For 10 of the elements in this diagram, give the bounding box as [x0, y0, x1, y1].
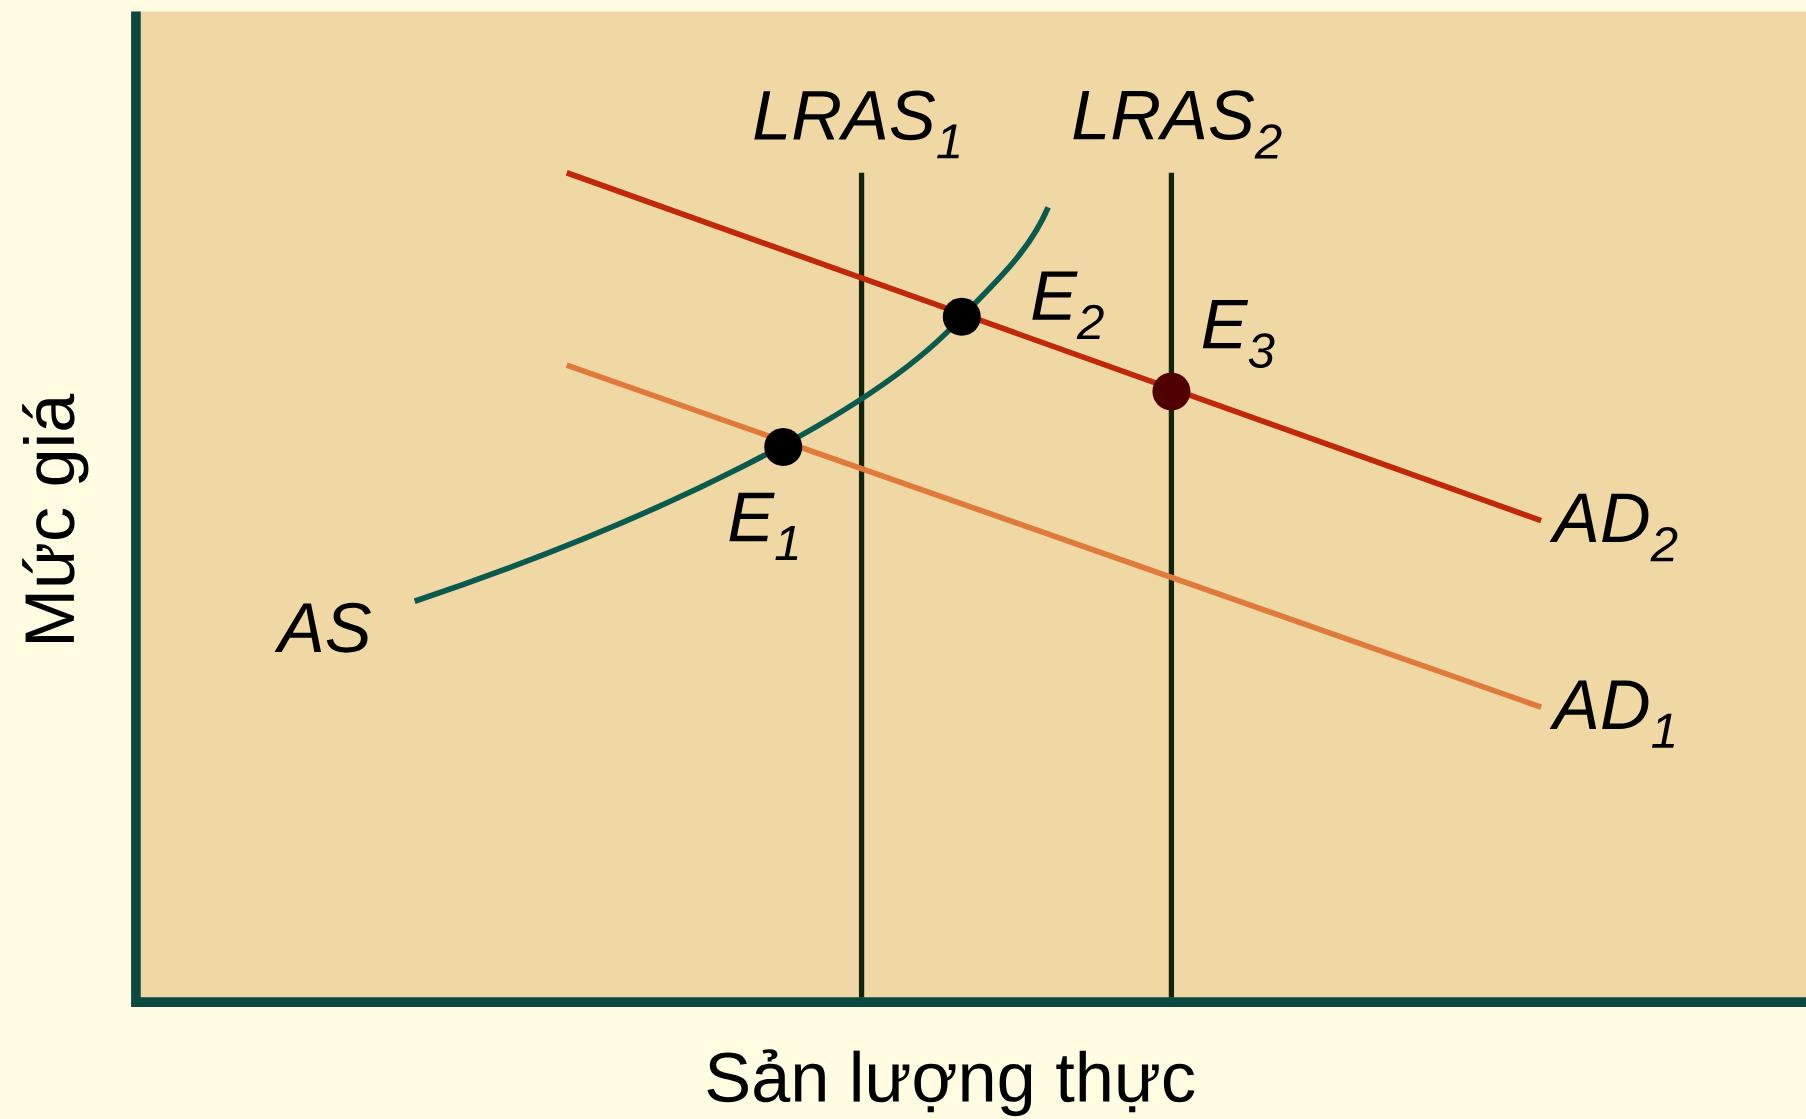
axis-label: Sản lượng thực [707, 1049, 1195, 1117]
curve-label: AD$_{1}$ [1549, 680, 1674, 748]
curve-label: LRAS$_{2}$ [1073, 90, 1282, 159]
curve-label: AS [274, 602, 371, 653]
curve-label: AD$_{2}$ [1549, 493, 1678, 562]
point-label: E$_{3}$ [1202, 299, 1275, 369]
axis-label: Mức giá [22, 393, 89, 642]
point-label: E$_{2}$ [1032, 271, 1104, 340]
curve-label: LRAS$_{1}$ [754, 90, 959, 159]
point-label: E$_{1}$ [729, 492, 798, 560]
